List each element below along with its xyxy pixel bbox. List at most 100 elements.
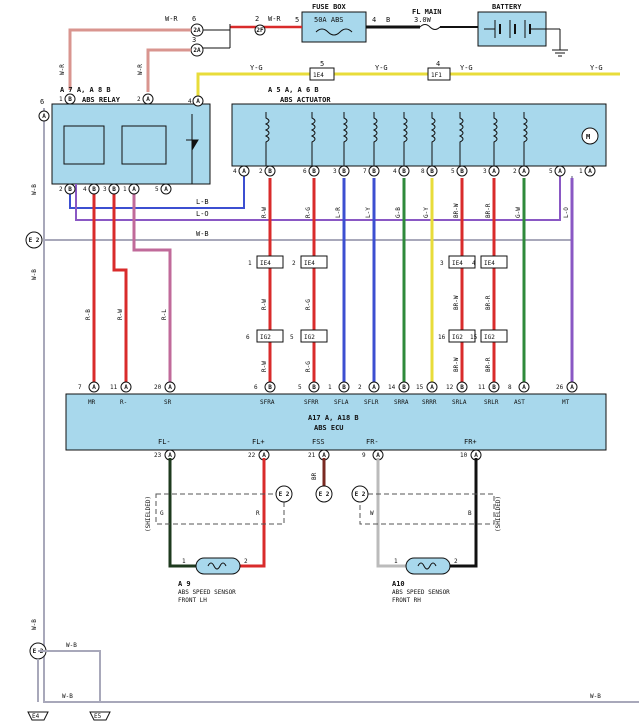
relay-top-pin: B <box>64 93 76 105</box>
ecu-bottom-label: FR- <box>366 438 379 446</box>
svg-text:A: A <box>570 384 574 391</box>
ecu-pin: B <box>456 381 468 393</box>
connector-2a-upper: 2A <box>190 23 204 37</box>
connector-ig2 <box>480 329 508 343</box>
relay-channel-wire-label: R-B <box>85 309 92 320</box>
ecu-bottom-pin-number: 22 <box>248 452 256 459</box>
wire-wb-left-1: W-B <box>31 184 38 195</box>
connector-ie4-pin: 1 <box>248 260 252 267</box>
actuator-pin-number: 1 <box>579 168 583 175</box>
wire-wr-relay-1 <box>68 28 191 90</box>
wire-wr-label-3: W-R <box>59 64 66 75</box>
actuator-left-pin-number: 4 <box>188 98 192 105</box>
actuator-solenoid <box>492 112 498 166</box>
ecu-pin-number: 7 <box>78 384 82 391</box>
wire-fl-plus <box>240 458 266 568</box>
channel-wire-mid-label: BR-R <box>485 295 492 310</box>
ground-e4-label: E4 <box>32 713 40 720</box>
svg-text:B: B <box>460 168 464 175</box>
ecu-terminal-label: SRRA <box>394 399 409 406</box>
channel-wire-mid-label: R-G <box>305 299 312 310</box>
channel-wire-label: BR-W <box>453 203 460 218</box>
svg-text:2A: 2A <box>193 47 201 54</box>
wire-wb-bottom-3: W-B <box>590 693 601 700</box>
connector-ie4-pin: 3 <box>440 260 444 267</box>
svg-text:A: A <box>42 113 46 120</box>
wire-lb-label: L-B <box>196 198 209 206</box>
relay-top-pin-number: 1 <box>59 96 63 103</box>
actuator-pin-number: 3 <box>483 168 487 175</box>
svg-text:A: A <box>124 384 128 391</box>
relay-top-pin-number: 2 <box>137 96 141 103</box>
svg-text:E 2: E 2 <box>355 491 366 498</box>
svg-text:A: A <box>132 186 136 193</box>
ground-e4-icon <box>27 711 49 721</box>
actuator-pin-number: 5 <box>549 168 553 175</box>
actuator-solenoid <box>310 112 316 166</box>
svg-text:B: B <box>312 168 316 175</box>
sensor-rh-ref: A10 <box>392 580 405 588</box>
wire-w-label: W <box>370 510 374 517</box>
ecu-pin: A <box>426 381 438 393</box>
svg-text:A: A <box>262 452 266 459</box>
actuator-pin-number: 2 <box>513 168 517 175</box>
svg-text:E 2: E 2 <box>29 237 40 244</box>
actuator-pin-number: 7 <box>363 168 367 175</box>
wire-wb-label: W-B <box>196 230 209 238</box>
connector-1f1 <box>427 67 451 81</box>
connector-ie4-pin: 2 <box>292 260 296 267</box>
shielded-label-lh: (SHIELDED) <box>145 496 152 532</box>
ecu-terminal-label: SFLA <box>334 399 349 406</box>
connector-ig2-label: IG2 <box>452 334 463 341</box>
ecu-pin: B <box>488 381 500 393</box>
connector-ig2 <box>256 329 284 343</box>
sensor-lh-pin2: 2 <box>244 558 248 565</box>
actuator-pin: A <box>554 165 566 177</box>
ecu-pin-number: 6 <box>254 384 258 391</box>
wire-lo-label: L-O <box>196 210 209 218</box>
svg-text:B: B <box>430 168 434 175</box>
svg-text:A: A <box>322 452 326 459</box>
wire-fr-minus <box>376 458 406 568</box>
channel-wire-bot-label: BR-W <box>453 357 460 372</box>
ground-e2-left-1: E 2 <box>25 231 43 249</box>
channel-wire-label: L-Y <box>365 207 372 218</box>
fl-main-symbol <box>419 24 441 30</box>
abs-actuator-ref: A 5 A, A 6 B <box>268 86 319 94</box>
connector-ig2-label: IG2 <box>260 334 271 341</box>
ecu-terminal-label: SR <box>164 399 172 406</box>
svg-text:2A: 2A <box>193 27 201 34</box>
relay-coil-1 <box>63 125 105 165</box>
actuator-pin: A <box>238 165 250 177</box>
connector-ie4 <box>448 255 476 269</box>
relay-bottom-pin: B <box>88 183 100 195</box>
ground-e2-s2: E 2 <box>315 485 333 503</box>
relay-bottom-pin-number: 2 <box>59 186 63 193</box>
svg-text:A: A <box>164 186 168 193</box>
relay-bottom-pin: A <box>128 183 140 195</box>
relay-bottom-pin-number: 1 <box>123 186 127 193</box>
channel-wire-label: G-B <box>395 207 402 218</box>
ecu-pin: A <box>120 381 132 393</box>
actuator-pin-number: 5 <box>451 168 455 175</box>
connector-2f-pin: 2 <box>255 15 259 23</box>
actuator-solenoid <box>402 112 408 166</box>
connector-ig2-pin: 6 <box>246 334 250 341</box>
wire-yg-label-1: Y-G <box>250 64 263 72</box>
actuator-solenoid <box>342 112 348 166</box>
channel-wire-label: G-Y <box>423 207 430 218</box>
wire-wb-left-3: W-B <box>31 619 38 630</box>
channel-wires: R-WIE41R-WIG26R-WB6SFRAR-GIE42R-GIG25R-G… <box>246 178 578 406</box>
relay-channel-wire-label: R-W <box>117 309 124 320</box>
battery-symbol <box>484 20 568 57</box>
ecu-pin: A <box>566 381 578 393</box>
abs-relay-box <box>51 103 211 185</box>
channel-wire-mid-label: R-W <box>261 299 268 310</box>
svg-text:A: A <box>430 384 434 391</box>
connector-ie4-pin: 4 <box>472 260 476 267</box>
abs-ecu-name: ABS ECU <box>314 424 344 432</box>
wire-br-label: BR <box>311 472 318 480</box>
actuator-pin: B <box>338 165 350 177</box>
